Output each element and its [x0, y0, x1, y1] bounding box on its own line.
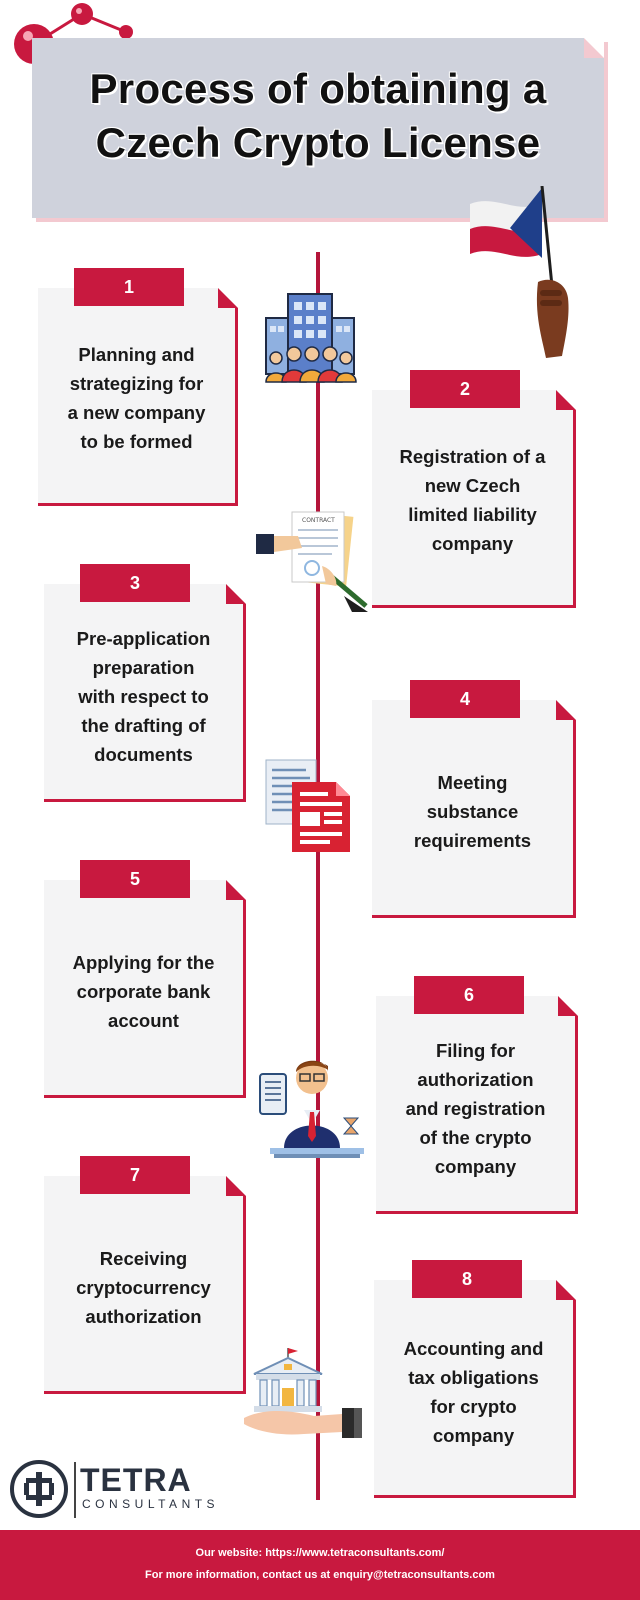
card-fold [556, 700, 576, 720]
step-text: Filing for authorization and registratio… [376, 1036, 575, 1181]
card-fold [218, 288, 238, 308]
step-7-line: cryptocurrency [76, 1277, 211, 1298]
bank-in-hand-icon [244, 1348, 362, 1438]
timeline-line [316, 252, 320, 1500]
step-card-5: Applying for the corporate bank account [44, 880, 246, 1098]
title-corner-fold [584, 38, 604, 58]
step-number-badge: 2 [410, 370, 520, 408]
logo-subtitle: CONSULTANTS [82, 1497, 220, 1511]
step-5-line: corporate bank [76, 981, 211, 1002]
step-7-line: Receiving [99, 1248, 188, 1269]
card-fold [558, 996, 578, 1016]
title-box [32, 38, 604, 218]
step-1-line: to be formed [80, 431, 193, 452]
step-3-line: with respect to [78, 686, 209, 707]
step-card-1: Planning and strategizing for a new comp… [38, 288, 238, 506]
step-number-badge: 8 [412, 1260, 522, 1298]
footer-contact: For more information, contact us at enqu… [145, 1569, 495, 1581]
step-6-line: authorization [417, 1069, 534, 1090]
card-fold [226, 584, 246, 604]
card-fold [556, 1280, 576, 1300]
title-line-2: Czech Crypto License [95, 119, 541, 166]
page-title: Process of obtaining a Czech Crypto Lice… [32, 62, 604, 170]
step-3-line: the drafting of [81, 715, 206, 736]
step-4-line: Meeting [437, 772, 508, 793]
step-3-line: documents [94, 744, 193, 765]
step-number-badge: 7 [80, 1156, 190, 1194]
step-card-2: Registration of a new Czech limited liab… [372, 390, 576, 608]
tetra-logo-icon [10, 1460, 68, 1518]
step-1-line: Planning and [78, 344, 195, 365]
step-8-line: company [432, 1425, 515, 1446]
footer-bar [0, 1530, 640, 1600]
step-number-badge: 4 [410, 680, 520, 718]
step-4-line: substance [426, 801, 519, 822]
step-2-line: new Czech [424, 475, 521, 496]
step-5-line: Applying for the [72, 952, 215, 973]
card-fold [226, 880, 246, 900]
step-6-line: and registration [405, 1098, 546, 1119]
step-8-line: tax obligations [408, 1367, 539, 1388]
step-number-badge: 3 [80, 564, 190, 602]
step-number-badge: 6 [414, 976, 524, 1014]
step-card-7: Receiving cryptocurrency authorization [44, 1176, 246, 1394]
logo-divider [74, 1462, 76, 1518]
step-text: Planning and strategizing for a new comp… [38, 340, 235, 456]
title-line-1: Process of obtaining a [89, 65, 547, 112]
step-8-line: for crypto [430, 1396, 517, 1417]
step-number-badge: 1 [74, 268, 184, 306]
card-fold [226, 1176, 246, 1196]
step-number-badge: 5 [80, 860, 190, 898]
step-text: Receiving cryptocurrency authorization [44, 1244, 243, 1331]
step-3-line: preparation [92, 657, 195, 678]
step-6-line: of the crypto [419, 1127, 532, 1148]
logo-name: TETRA [80, 1462, 192, 1498]
step-text: Applying for the corporate bank account [44, 948, 243, 1035]
step-text: Accounting and tax obligations for crypt… [374, 1334, 573, 1450]
office-building-people-icon [265, 293, 357, 383]
step-text: Registration of a new Czech limited liab… [372, 442, 573, 558]
step-card-4: Meeting substance requirements [372, 700, 576, 918]
step-card-3: Pre-application preparation with respect… [44, 584, 246, 802]
contract-signing-icon: CONTRACT [256, 511, 368, 612]
step-2-line: Registration of a [399, 446, 546, 467]
step-6-line: Filing for [435, 1040, 516, 1061]
step-text: Meeting substance requirements [372, 768, 573, 855]
step-7-line: authorization [85, 1306, 202, 1327]
step-6-line: company [434, 1156, 517, 1177]
step-1-line: a new company [67, 402, 206, 423]
svg-text:CONTRACT: CONTRACT [302, 517, 335, 524]
step-text: Pre-application preparation with respect… [44, 624, 243, 769]
step-2-line: limited liability [408, 504, 537, 525]
businessman-icon [259, 1060, 364, 1158]
step-3-line: Pre-application [76, 628, 211, 649]
documents-icon [265, 759, 350, 852]
step-5-line: account [108, 1010, 179, 1031]
step-1-line: strategizing for [69, 373, 204, 394]
footer-website: Our website: https://www.tetraconsultant… [195, 1547, 445, 1559]
czech-flag-icon [470, 186, 569, 358]
step-card-8: Accounting and tax obligations for crypt… [374, 1280, 576, 1498]
step-2-line: company [431, 533, 514, 554]
step-4-line: requirements [413, 830, 532, 851]
card-fold [556, 390, 576, 410]
step-card-6: Filing for authorization and registratio… [376, 996, 578, 1214]
step-8-line: Accounting and [403, 1338, 544, 1359]
